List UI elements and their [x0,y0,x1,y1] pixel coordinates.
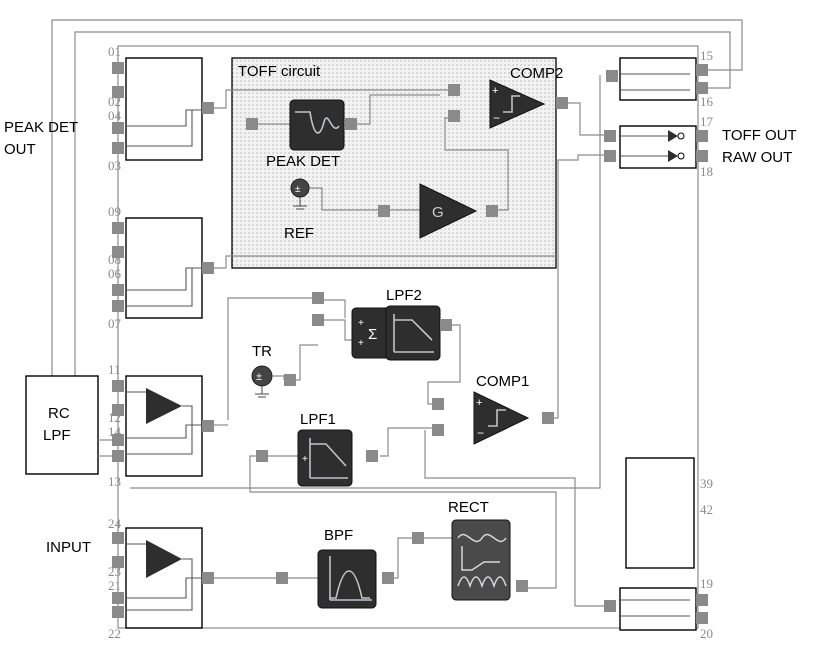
pin-09: 09 [108,204,121,219]
rect-block: RECT [448,499,511,601]
peak-det-label: PEAK DET [266,153,340,170]
pin-20: 20 [700,626,713,641]
pin-17: 17 [700,114,714,129]
gain-symbol: G [432,204,444,221]
pin-03: 03 [108,158,121,173]
amplifier-icon [146,388,182,424]
pin-11: 11 [108,362,121,377]
pin-06: 06 [108,266,122,281]
pin-02: 02 [108,94,121,109]
rect-label: RECT [448,499,489,516]
pin-18: 18 [700,164,713,179]
svg-text:−: − [493,111,500,125]
pin-15: 15 [700,48,713,63]
comp1-block: + − COMP1 [473,373,529,445]
svg-text:−: − [477,426,484,440]
right-pin-squares [696,64,708,624]
comp2-block: + − COMP2 [489,65,563,129]
svg-text:±: ± [256,371,262,383]
peak-det-block: PEAK DET [266,99,345,170]
raw-out-label: RAW OUT [722,149,792,166]
right-pin-numbers: 15 16 17 18 39 42 19 20 [700,48,714,641]
buffer-icon [668,150,678,162]
ref-source: ± REF [284,178,314,242]
io-block-4 [125,527,203,629]
pin-23: 23 [108,564,121,579]
io-block-right-1 [619,57,697,101]
pin-19: 19 [700,576,713,591]
io-block-2 [125,217,203,319]
comp2-label: COMP2 [510,65,563,82]
lpf2-block: + + Σ LPF2 [351,287,441,361]
svg-text:+: + [476,397,482,409]
rc-lpf-label-1: RC [48,405,70,422]
chip-outline [117,45,699,629]
rc-lpf-label-2: LPF [43,427,71,444]
pin-08: 08 [108,252,121,267]
toff-out-label: TOFF OUT [722,127,797,144]
svg-text:+: + [302,454,308,465]
left-pin-squares [112,62,124,618]
comp1-label: COMP1 [476,373,529,390]
io-block-right-2 [619,125,697,169]
tr-label: TR [252,343,272,360]
pin-24: 24 [108,516,122,531]
gain-block: G [419,183,478,239]
tr-source: ± TR [251,343,285,398]
lpf1-label: LPF1 [300,411,336,428]
left-pin-numbers: 01 02 04 03 09 08 06 07 11 12 14 13 24 2… [108,44,122,641]
outer-feedback-wires [51,19,743,380]
pin-16: 16 [700,94,714,109]
pin-21: 21 [108,578,121,593]
lpf1-block: + LPF1 [297,411,353,487]
io-block-1 [125,57,203,161]
amplifier-icon [146,540,182,578]
svg-text:+: + [358,338,364,349]
connection-nodes [202,70,618,612]
svg-text:+: + [492,85,498,97]
interior-wires [130,75,608,607]
toff-circuit-label: TOFF circuit [238,63,321,80]
peak-det-out-label-2: OUT [4,141,36,158]
pin-01: 01 [108,44,121,59]
pin-14: 14 [108,424,122,439]
pin-42: 42 [700,502,713,517]
pin-07: 07 [108,316,122,331]
io-block-right-3 [625,457,695,569]
peak-det-out-label-1: PEAK DET [4,119,78,136]
sum-symbol: Σ [368,326,377,343]
pin-13: 13 [108,474,121,489]
bpf-label: BPF [324,527,353,544]
buffer-icon [668,130,678,142]
io-block-3 [125,375,203,477]
pin-39: 39 [700,476,713,491]
pin-22: 22 [108,626,121,641]
io-block-right-4 [619,587,697,631]
pin-12: 12 [108,410,121,425]
svg-text:±: ± [295,184,301,195]
input-label: INPUT [46,539,91,556]
rc-lpf-box: RC LPF [25,375,112,475]
lpf2-label: LPF2 [386,287,422,304]
pin-04: 04 [108,108,122,123]
svg-text:+: + [358,318,364,329]
ref-label: REF [284,225,314,242]
bpf-block: BPF [317,527,377,609]
